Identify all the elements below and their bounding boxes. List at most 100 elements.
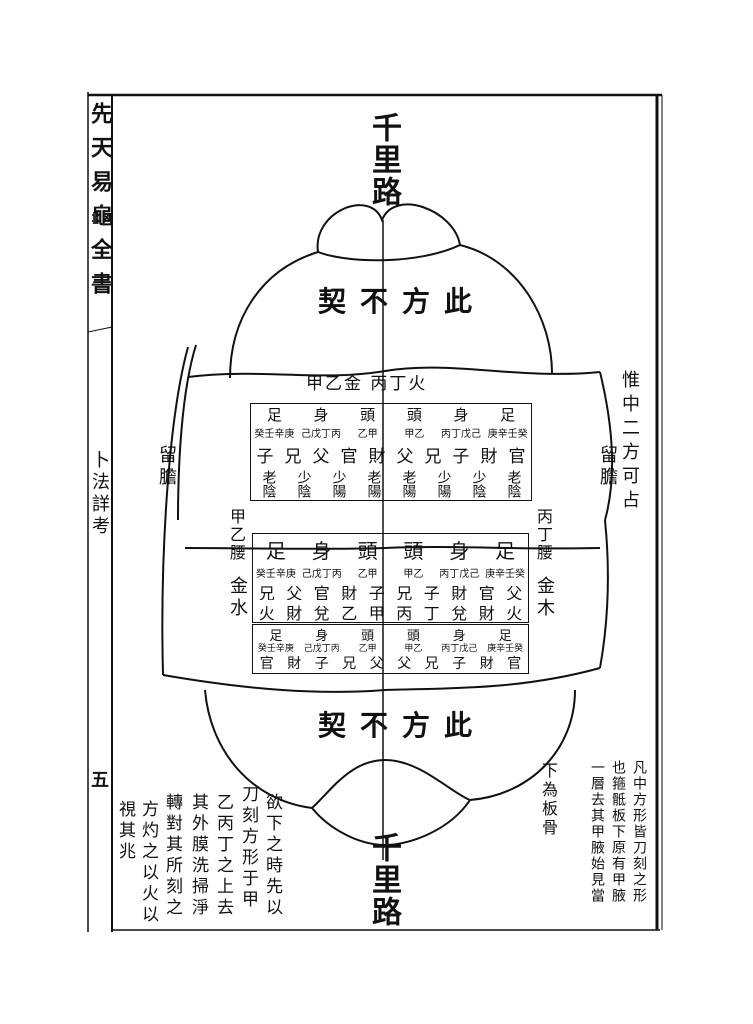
middle-low-9: 火: [506, 604, 523, 622]
page-number: 五: [91, 770, 109, 791]
commentary-col-9: 視其兆: [115, 800, 135, 863]
commentary-col-4: 刀刻方形于甲: [238, 785, 258, 911]
bottom-inscription: 此方不契: [318, 709, 487, 742]
middle-pos-5: 足: [495, 538, 516, 563]
upper-stem-2: 乙甲: [357, 428, 378, 440]
upper-age-0: 老陰: [260, 470, 277, 498]
upper-age-6: 少陰: [470, 470, 487, 498]
upper-age-3: 老陽: [365, 470, 382, 498]
lower-rel-5: 父: [397, 656, 412, 672]
upper-rel-1: 兄: [284, 446, 302, 467]
lower-pos-2: 頭: [361, 629, 375, 641]
lower-rel-9: 官: [507, 656, 522, 672]
upper-pos-5: 足: [500, 406, 516, 424]
upper-rel-5: 父: [396, 446, 414, 467]
right-side-label: 留膽: [597, 445, 618, 489]
middle-rel-2: 官: [313, 584, 330, 600]
commentary-col-2: 一層去其甲腋始見當: [589, 760, 605, 904]
lower-pos-3: 頭: [406, 629, 420, 641]
waist-right-stems: 丙丁腰: [534, 508, 553, 562]
right-lower-note: 下為板骨: [539, 762, 558, 838]
bottom-road-label: 千里路: [366, 832, 401, 928]
lower-stem-2: 乙甲: [358, 644, 377, 653]
upper-rel-4: 財: [368, 446, 386, 467]
middle-rel-9: 父: [506, 584, 523, 600]
upper-pos-3: 頭: [406, 406, 422, 424]
middle-stem-2: 乙甲: [357, 568, 378, 580]
upper-positions-row: 足 身 頭 頭 身 足: [251, 404, 531, 424]
lower-rel-6: 兄: [424, 656, 439, 672]
upper-age-1: 少陰: [295, 470, 312, 498]
middle-stem-4: 丙丁戊己: [439, 568, 480, 580]
lower-rel-8: 財: [479, 656, 494, 672]
lower-pos-5: 足: [498, 629, 512, 641]
middle-rel-1: 父: [286, 584, 303, 600]
lower-pos-1: 身: [315, 629, 329, 641]
upper-rel-9: 官: [508, 446, 526, 467]
upper-stem-3: 甲乙: [404, 428, 425, 440]
middle-low-1: 財: [286, 604, 303, 622]
middle-rel-7: 財: [451, 584, 468, 600]
waist-right-element: 金木: [534, 576, 555, 620]
commentary-col-6: 其外膜洗掃淨: [188, 793, 208, 919]
waist-left-stems: 甲乙腰: [227, 508, 246, 562]
middle-rel-3: 財: [341, 584, 358, 600]
lower-positions-row: 足 身 頭 頭 身 足: [253, 625, 528, 641]
upper-age-2: 少陽: [330, 470, 347, 498]
middle-stem-5: 庚辛壬癸: [485, 568, 526, 580]
upper-stems-row: 癸壬辛庚 己戊丁丙 乙甲 甲乙 丙丁戊己 庚辛壬癸: [251, 424, 531, 440]
middle-low-5: 丙: [396, 604, 413, 622]
lower-stem-0: 癸壬辛庚: [257, 644, 294, 653]
middle-rel-6: 子: [423, 584, 440, 600]
upper-ages-row: 老陰 少陰 少陽 老陽 老陽 少陽 少陰 老陰: [251, 468, 531, 500]
lower-relations-row: 官 財 子 兄 父 父 兄 子 財 官: [253, 653, 528, 673]
lower-stem-5: 庚辛壬癸: [487, 644, 524, 653]
lower-stem-1: 己戊丁丙: [303, 644, 340, 653]
lower-table: 足 身 頭 頭 身 足 癸壬辛庚 己戊丁丙 乙甲 甲乙 丙丁戊己 庚辛壬癸 官 …: [252, 624, 529, 674]
lower-rel-2: 子: [314, 656, 329, 672]
lower-pos-0: 足: [269, 629, 283, 641]
middle-pos-0: 足: [265, 538, 286, 563]
lower-rel-7: 子: [452, 656, 467, 672]
upper-pos-1: 身: [313, 406, 329, 424]
left-side-label: 留膽: [156, 445, 177, 489]
margin-title: 先天易龜全書: [87, 102, 113, 306]
upper-stem-1: 己戊丁丙: [300, 428, 341, 440]
waist-left-element: 金水: [227, 576, 248, 620]
middle-table: 足 身 頭 頭 身 足 癸壬辛庚 己戊丁丙 乙甲 甲乙 丙丁戊己 庚辛壬癸 兄 …: [252, 533, 529, 623]
middle-stem-0: 癸壬辛庚: [255, 568, 296, 580]
middle-stem-1: 己戊丁丙: [301, 568, 342, 580]
upper-age-5: 少陽: [435, 470, 452, 498]
middle-relations-row: 兄 父 官 財 子 兄 子 財 官 父: [253, 580, 528, 600]
middle-rel-4: 子: [368, 584, 385, 600]
upper-pos-2: 頭: [360, 406, 376, 424]
middle-low-0: 火: [258, 604, 275, 622]
right-note: 惟中二方可占: [619, 370, 640, 514]
commentary-col-3: 欲下之時先以: [262, 793, 282, 919]
middle-low-8: 財: [478, 604, 495, 622]
commentary-col-8: 方灼之以火以: [138, 800, 158, 926]
middle-pos-2: 頭: [357, 538, 378, 563]
upper-rel-6: 兄: [424, 446, 442, 467]
lower-rel-3: 兄: [342, 656, 357, 672]
upper-rel-3: 官: [340, 446, 358, 467]
upper-stem-0: 癸壬辛庚: [254, 428, 295, 440]
middle-rel-8: 官: [478, 584, 495, 600]
middle-pos-1: 身: [311, 538, 332, 563]
middle-low-4: 甲: [368, 604, 385, 622]
commentary-col-5: 乙丙丁之上去: [213, 793, 233, 919]
lower-stem-3: 甲乙: [404, 644, 423, 653]
lower-rel-1: 財: [287, 656, 302, 672]
middle-pos-3: 頭: [403, 538, 424, 563]
upper-pos-0: 足: [266, 406, 282, 424]
middle-low-6: 丁: [423, 604, 440, 622]
upper-pos-4: 身: [453, 406, 469, 424]
upper-rel-7: 子: [452, 446, 470, 467]
middle-low-3: 乙: [341, 604, 358, 622]
upper-rel-2: 父: [312, 446, 330, 467]
commentary-col-7: 轉對其所刻之: [162, 793, 182, 919]
lower-pos-4: 身: [452, 629, 466, 641]
chapter-label: 卜法詳考: [89, 450, 110, 538]
lower-rel-4: 父: [369, 656, 384, 672]
